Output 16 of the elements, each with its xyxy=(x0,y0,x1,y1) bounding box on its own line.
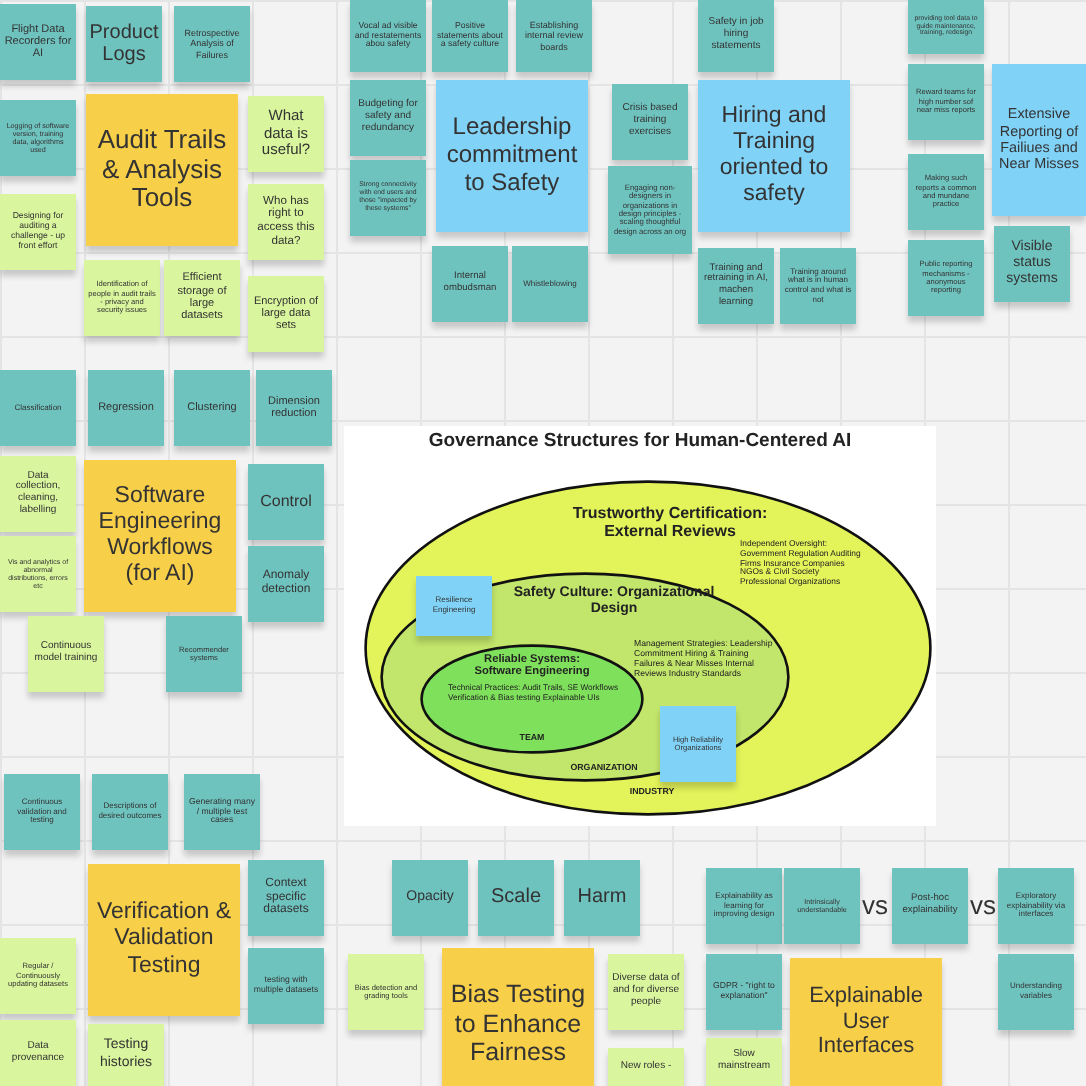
sticky-note: Leadership commitment to Safety xyxy=(436,80,588,232)
sticky-note: Verification & Validation Testing xyxy=(88,864,240,1016)
versus-text: vs xyxy=(970,892,996,920)
figure-panel xyxy=(344,426,936,826)
sticky-note: Bias Testing to Enhance Fairness xyxy=(442,948,594,1086)
sticky-note: Hiring and Training oriented to safety xyxy=(698,80,850,232)
sticky-note: Product Logs xyxy=(86,6,162,82)
versus-text: vs xyxy=(862,892,888,920)
sticky-note: Harm xyxy=(564,860,640,936)
sticky-note: Explainable User Interfaces xyxy=(790,958,942,1086)
sticky-note: Audit Trails & Analysis Tools xyxy=(86,94,238,246)
figure-title: Governance Structures for Human-Centered AI xyxy=(426,432,854,454)
region-heading: Trustworthy Certification: External Reviews xyxy=(570,504,768,541)
sticky-note: Control xyxy=(248,464,324,540)
sticky-note: Software Engineering Workflows (for AI) xyxy=(84,460,236,612)
sticky-note: Scale xyxy=(478,860,554,936)
